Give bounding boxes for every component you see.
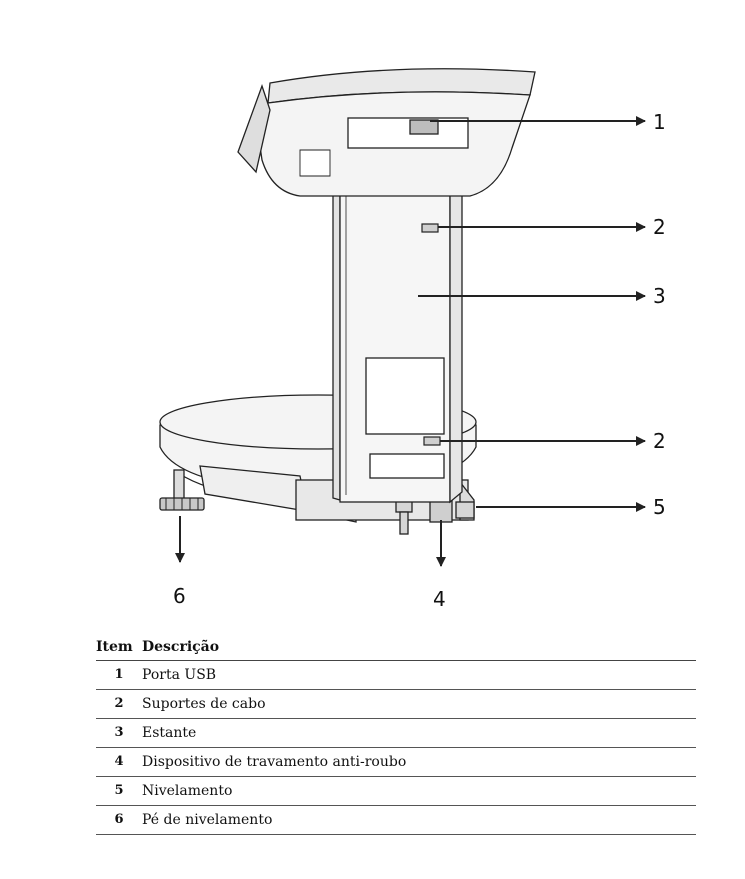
legend-item-desc: Suportes de cabo	[142, 689, 696, 719]
table-row: 4 Dispositivo de travamento anti-roubo	[96, 747, 696, 777]
legend-header-row: Item Descrição	[96, 636, 696, 661]
legend-item-number: 6	[96, 805, 142, 835]
legend-item-desc: Nivelamento	[142, 776, 696, 806]
legend-item-number: 5	[96, 776, 142, 806]
legend-table-container: Item Descrição 1 Porta USB 2 Suportes de…	[96, 636, 696, 835]
callout-arrows	[175, 116, 646, 567]
legend-item-number: 1	[96, 660, 142, 690]
callout-number: 5	[653, 495, 666, 519]
scale-diagram: 1 2 3 2 5 6 4	[159, 68, 666, 611]
legend-item-number: 2	[96, 689, 142, 719]
table-row: 1 Porta USB	[96, 660, 696, 690]
callout-number: 2	[653, 429, 666, 453]
callout-number: 1	[653, 110, 666, 134]
legend-item-desc: Pé de nivelamento	[142, 805, 696, 835]
table-row: 3 Estante	[96, 718, 696, 748]
legend-header-item: Item	[96, 636, 142, 661]
display-head	[237, 68, 536, 197]
legend-item-number: 4	[96, 747, 142, 777]
table-row: 5 Nivelamento	[96, 776, 696, 806]
legend-item-desc: Estante	[142, 718, 696, 748]
callout-number: 6	[173, 584, 186, 608]
stand-column	[332, 147, 463, 504]
callout-number: 2	[653, 215, 666, 239]
legend-item-desc: Porta USB	[142, 660, 696, 690]
callout-number: 4	[433, 587, 446, 611]
leveling-foot	[159, 469, 205, 511]
legend-item-desc: Dispositivo de travamento anti-roubo	[142, 747, 696, 777]
legend-table: Item Descrição 1 Porta USB 2 Suportes de…	[96, 636, 696, 835]
legend-header-desc: Descrição	[142, 636, 696, 661]
table-row: 2 Suportes de cabo	[96, 689, 696, 719]
table-row: 6 Pé de nivelamento	[96, 805, 696, 835]
callout-number: 3	[653, 284, 666, 308]
legend-item-number: 3	[96, 718, 142, 748]
